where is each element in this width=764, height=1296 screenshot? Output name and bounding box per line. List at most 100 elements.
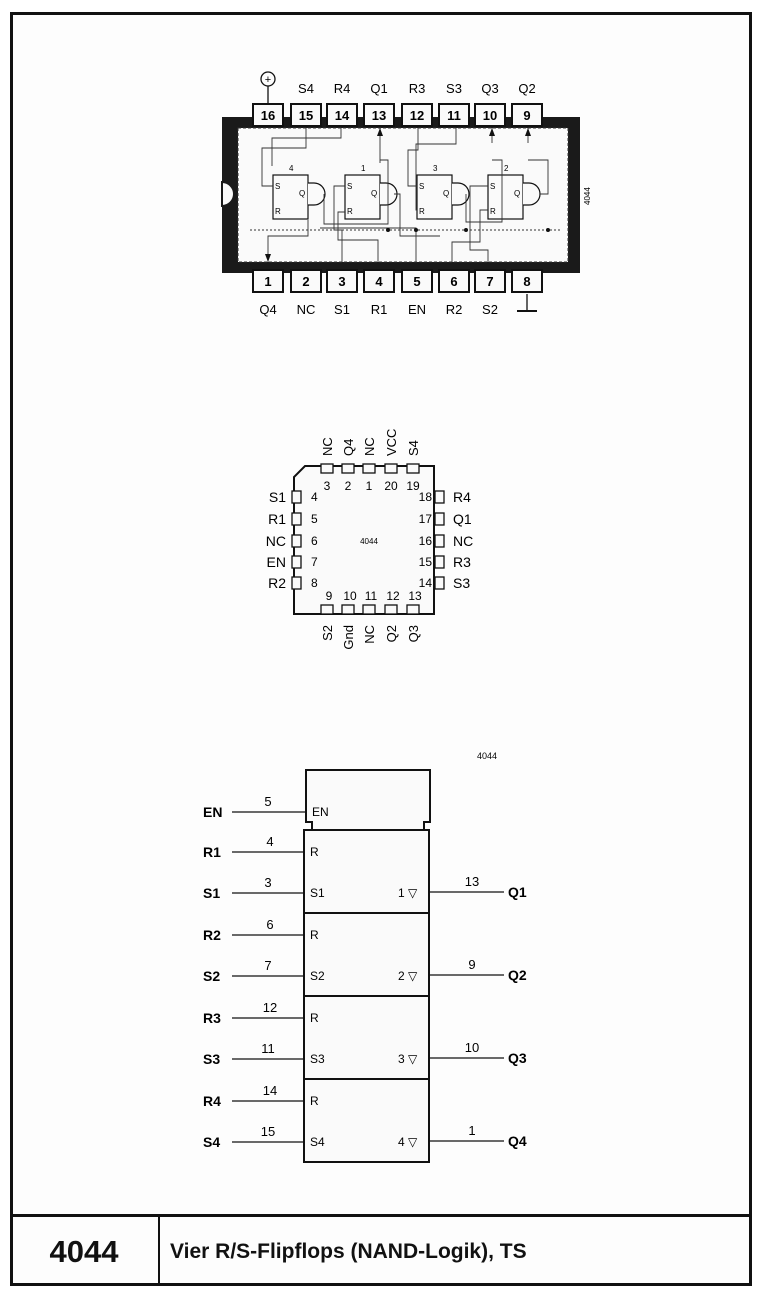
s-inner-label: S2: [310, 969, 325, 983]
dip-pin-box-bottom: [474, 269, 506, 293]
plcc-pin-number: 5: [311, 512, 318, 526]
flipflop-q-label: Q: [371, 189, 377, 198]
r-signal-label: R2: [203, 927, 221, 943]
dip-pin-number: 6: [450, 274, 457, 289]
plcc-pin-number: 7: [311, 555, 318, 569]
plcc-pin-number: 17: [419, 512, 433, 526]
plcc-pin-pad-right: [434, 534, 445, 548]
plcc-pin-number: 8: [311, 576, 318, 590]
flipflop-q-label: Q: [443, 189, 449, 198]
q-pin-number: 9: [468, 957, 475, 972]
plcc-center-label: 4044: [360, 537, 378, 546]
plcc-package: 4044 3NC2Q41NC20VCC19S44S15R16NC7EN8R218…: [266, 429, 473, 650]
dip-pin-label: EN: [408, 302, 426, 317]
s-pin-number: 7: [264, 958, 271, 973]
dip-pin-box-top: [290, 103, 322, 127]
flipflop-r-label: R: [347, 207, 353, 216]
flipflop-s-label: S: [419, 182, 424, 191]
plcc-pin-label: EN: [267, 554, 286, 570]
dip-notch: [221, 180, 235, 208]
plcc-pin-pad-right: [434, 490, 445, 504]
q-pin-number: 13: [465, 874, 479, 889]
tristate-output-label: 1 ▽: [398, 886, 418, 900]
plcc-pin-label: NC: [320, 437, 335, 456]
dip-pin-number: 12: [410, 108, 424, 123]
footer-bar: 4044 Vier R/S-Flipflops (NAND-Logik), TS: [10, 1214, 752, 1286]
q-signal-label: Q3: [508, 1050, 527, 1066]
r-pin-number: 4: [266, 834, 273, 849]
plcc-pin-number: 4: [311, 490, 318, 504]
flipflop-q-label: Q: [514, 189, 520, 198]
s-signal-label: S2: [203, 968, 220, 984]
dip-pin-box-top: [326, 103, 358, 127]
plcc-pin-pad-left: [291, 490, 302, 504]
plcc-pin-pad-top: [384, 463, 398, 474]
plcc-pin-pad-bottom: [384, 604, 398, 615]
plcc-pin-number: 19: [406, 479, 420, 493]
plcc-pin-pad-bottom: [320, 604, 334, 615]
plcc-pin-pad-top: [362, 463, 376, 474]
plcc-pin-pad-bottom: [341, 604, 355, 615]
enable-signal-label: EN: [203, 804, 222, 820]
plcc-pin-number: 10: [343, 589, 357, 603]
plcc-pin-number: 9: [326, 589, 333, 603]
plcc-pin-label: VCC: [384, 429, 399, 456]
plcc-pin-label: R1: [268, 511, 286, 527]
flipflop-s-label: S: [490, 182, 495, 191]
plcc-pin-number: 12: [386, 589, 400, 603]
plcc-pin-label: Q2: [384, 625, 399, 642]
plcc-pin-label: NC: [266, 533, 286, 549]
s-signal-label: S1: [203, 885, 220, 901]
dip-pin-label: R4: [334, 81, 351, 96]
flipflop-box: [416, 174, 453, 220]
dip-pin-number: 5: [413, 274, 420, 289]
dip-junctions: [386, 228, 550, 232]
plcc-pin-number: 16: [419, 534, 433, 548]
tristate-output-label: 2 ▽: [398, 969, 418, 983]
plcc-pin-label: S4: [406, 440, 421, 456]
plcc-pin-number: 15: [419, 555, 433, 569]
plcc-pin-label: NC: [362, 625, 377, 644]
plcc-pin-pad-right: [434, 576, 445, 590]
s-signal-label: S3: [203, 1051, 220, 1067]
plcc-pin-label: S2: [320, 625, 335, 641]
r-signal-label: R1: [203, 844, 221, 860]
footer-title: Vier R/S-Flipflops (NAND-Logik), TS: [170, 1239, 527, 1263]
plcc-pin-label: Q3: [406, 625, 421, 642]
dip-pin-number: 11: [447, 108, 461, 123]
plcc-pin-label: R3: [453, 554, 471, 570]
plcc-pin-number: 20: [384, 479, 398, 493]
s-inner-label: S3: [310, 1052, 325, 1066]
dip-pin-label: R2: [446, 302, 463, 317]
s-pin-number: 15: [261, 1124, 275, 1139]
enable-inner-label: EN: [312, 805, 329, 819]
r-pin-number: 12: [263, 1000, 277, 1015]
plcc-pin-pad-left: [291, 555, 302, 569]
plcc-pin-pad-bottom: [362, 604, 376, 615]
dip-pin-box-bottom: [438, 269, 470, 293]
dip-pin-number: 7: [486, 274, 493, 289]
dip-pin-box-bottom: [401, 269, 433, 293]
s-pin-number: 11: [261, 1041, 275, 1056]
plcc-pin-number: 3: [324, 479, 331, 493]
dip-internal-wiring: [250, 128, 560, 262]
dip-pin-label: Q2: [518, 81, 535, 96]
plcc-pin-label: S3: [453, 575, 470, 591]
plcc-pin-label: NC: [362, 437, 377, 456]
plcc-pin-pad-left: [291, 512, 302, 526]
dip-pin-label: S1: [334, 302, 350, 317]
s-pin-number: 3: [264, 875, 271, 890]
nand-gate-icon: [523, 182, 541, 206]
dip-pin-number: 8: [523, 274, 530, 289]
dip-pin-box-top: [438, 103, 470, 127]
dip-pin-number: 16: [261, 108, 275, 123]
dip-pin-label: Q1: [370, 81, 387, 96]
plcc-pin-label: NC: [453, 533, 473, 549]
dip-pin-box-top: [401, 103, 433, 127]
plcc-pin-pad-top: [320, 463, 334, 474]
plcc-pin-label: Q1: [453, 511, 472, 527]
r-signal-label: R4: [203, 1093, 221, 1109]
flipflop-block: [303, 995, 430, 1080]
